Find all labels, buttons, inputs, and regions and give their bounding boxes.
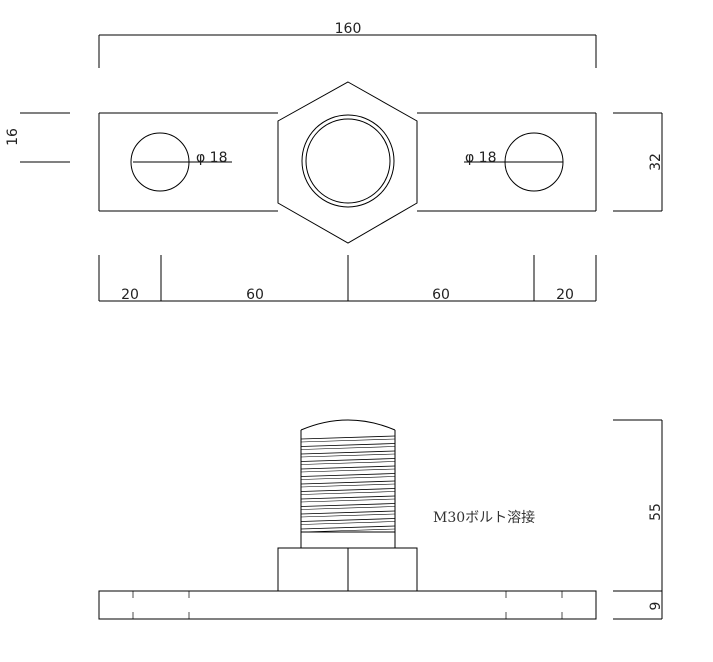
spacing-label-3: 60 xyxy=(432,287,450,303)
bolt-height-dimension: 55 xyxy=(613,419,664,592)
thread-line xyxy=(300,453,396,458)
thread-line xyxy=(300,506,396,510)
thread-line xyxy=(300,468,396,473)
side-nut xyxy=(277,547,418,592)
side-base-plate xyxy=(98,590,597,620)
plate-thickness-dimension: 9 xyxy=(613,591,664,620)
thread-line xyxy=(300,461,396,465)
spacing-label-2: 60 xyxy=(246,287,264,303)
bolt-height-label: 55 xyxy=(648,503,664,521)
bolt-circle-outer xyxy=(301,114,395,208)
plate-height-dimension: 16 xyxy=(5,112,70,163)
thread-line xyxy=(300,483,396,488)
bolt-circle-inner xyxy=(305,118,391,204)
thread-line xyxy=(300,480,396,485)
bolt-threads xyxy=(300,435,396,533)
hex-nut xyxy=(277,81,418,244)
thread-line xyxy=(300,438,396,443)
thread-line xyxy=(300,518,396,522)
thread-line xyxy=(300,435,396,440)
side-view: M30ボルト溶接 55 9 xyxy=(98,419,664,620)
thread-line xyxy=(300,443,396,447)
side-bolt xyxy=(300,419,396,548)
right-hole-diameter-label: φ 18 xyxy=(465,150,497,166)
thread-line xyxy=(300,495,396,500)
thread-line xyxy=(300,450,396,455)
total-height-label: 32 xyxy=(648,153,664,171)
thread-line xyxy=(300,465,396,470)
thread-line xyxy=(300,521,396,525)
thread-line xyxy=(300,525,396,530)
spacing-label-1: 20 xyxy=(121,287,139,303)
spacing-label-4: 20 xyxy=(556,287,574,303)
overall-width-dimension: 160 xyxy=(98,21,597,68)
plate-thickness-label: 9 xyxy=(648,602,664,611)
spacing-dimension: 20 60 60 20 xyxy=(98,255,597,303)
thread-line xyxy=(300,491,396,495)
overall-width-label: 160 xyxy=(335,21,362,37)
thread-line xyxy=(300,510,396,515)
left-hole-diameter-label: φ 18 xyxy=(196,150,228,166)
total-height-dimension: 32 xyxy=(613,112,664,212)
left-hole: φ 18 xyxy=(130,132,232,192)
right-hole: φ 18 xyxy=(464,132,564,192)
plate-height-label: 16 xyxy=(5,128,21,146)
thread-line xyxy=(300,488,396,492)
thread-line xyxy=(300,513,396,518)
thread-line xyxy=(300,458,396,462)
thread-line xyxy=(300,503,396,507)
thread-line xyxy=(300,528,396,533)
thread-line xyxy=(300,476,396,480)
thread-line xyxy=(300,473,396,477)
top-view: 160 φ 18 φ 18 16 xyxy=(5,21,664,303)
thread-line xyxy=(300,498,396,503)
weld-note: M30ボルト溶接 xyxy=(433,509,535,526)
base-plate-outline xyxy=(98,112,597,212)
thread-line xyxy=(300,446,396,450)
